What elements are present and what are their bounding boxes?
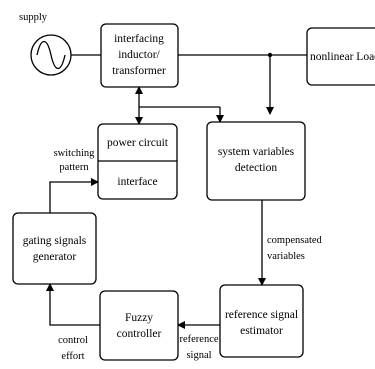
edge-labels: switching pattern compensated variables … bbox=[54, 148, 323, 362]
estimator-label-line2: estimator bbox=[240, 325, 283, 337]
inductor-label-line3: transformer bbox=[112, 65, 166, 77]
load-block: nonlinear Load bbox=[306, 27, 375, 86]
fuzzy-block: Fuzzy controller bbox=[99, 290, 179, 361]
compensated-label-line1: compensated bbox=[267, 235, 323, 246]
load-label: nonlinear Load bbox=[310, 51, 375, 63]
estimator-block: reference signal estimator bbox=[219, 284, 304, 358]
fuzzy-label-line1: Fuzzy bbox=[125, 312, 153, 324]
power-circuit-label: power circuit bbox=[107, 137, 169, 149]
detection-label-line1: system variables bbox=[218, 146, 295, 158]
gating-block: gating signals generator bbox=[12, 212, 97, 285]
compensated-label-line2: variables bbox=[267, 251, 305, 262]
sine-wave-icon bbox=[36, 40, 66, 70]
detection-block: system variables detection bbox=[206, 121, 306, 201]
ac-supply: supply bbox=[19, 12, 72, 76]
detection-label-line2: detection bbox=[235, 162, 277, 174]
control-effort-label-line1: control bbox=[58, 335, 88, 346]
inductor-label-line2: inductor/ bbox=[118, 49, 160, 61]
inductor-label-line1: interfacing bbox=[114, 33, 164, 45]
interface-label: interface bbox=[117, 176, 157, 188]
reference-signal-label-line1: reference bbox=[179, 334, 218, 345]
gating-label-line1: gating signals bbox=[23, 235, 87, 247]
control-effort-label-line2: effort bbox=[61, 351, 84, 362]
switching-label-line1: switching bbox=[54, 148, 96, 159]
power-circuit-block: power circuit interface bbox=[97, 123, 178, 200]
switching-label-line2: pattern bbox=[59, 162, 89, 173]
connections bbox=[46, 52, 307, 329]
gating-label-line2: generator bbox=[33, 251, 77, 263]
fuzzy-to-gating-arrow bbox=[46, 283, 100, 326]
fuzzy-label-line2: controller bbox=[117, 328, 162, 340]
estimator-label-line1: reference signal bbox=[225, 309, 298, 321]
gating-to-interface-arrow bbox=[49, 178, 99, 213]
reference-signal-label-line2: signal bbox=[186, 350, 211, 361]
inductor-block: interfacing inductor/ transformer bbox=[100, 23, 179, 88]
supply-label: supply bbox=[19, 12, 48, 23]
